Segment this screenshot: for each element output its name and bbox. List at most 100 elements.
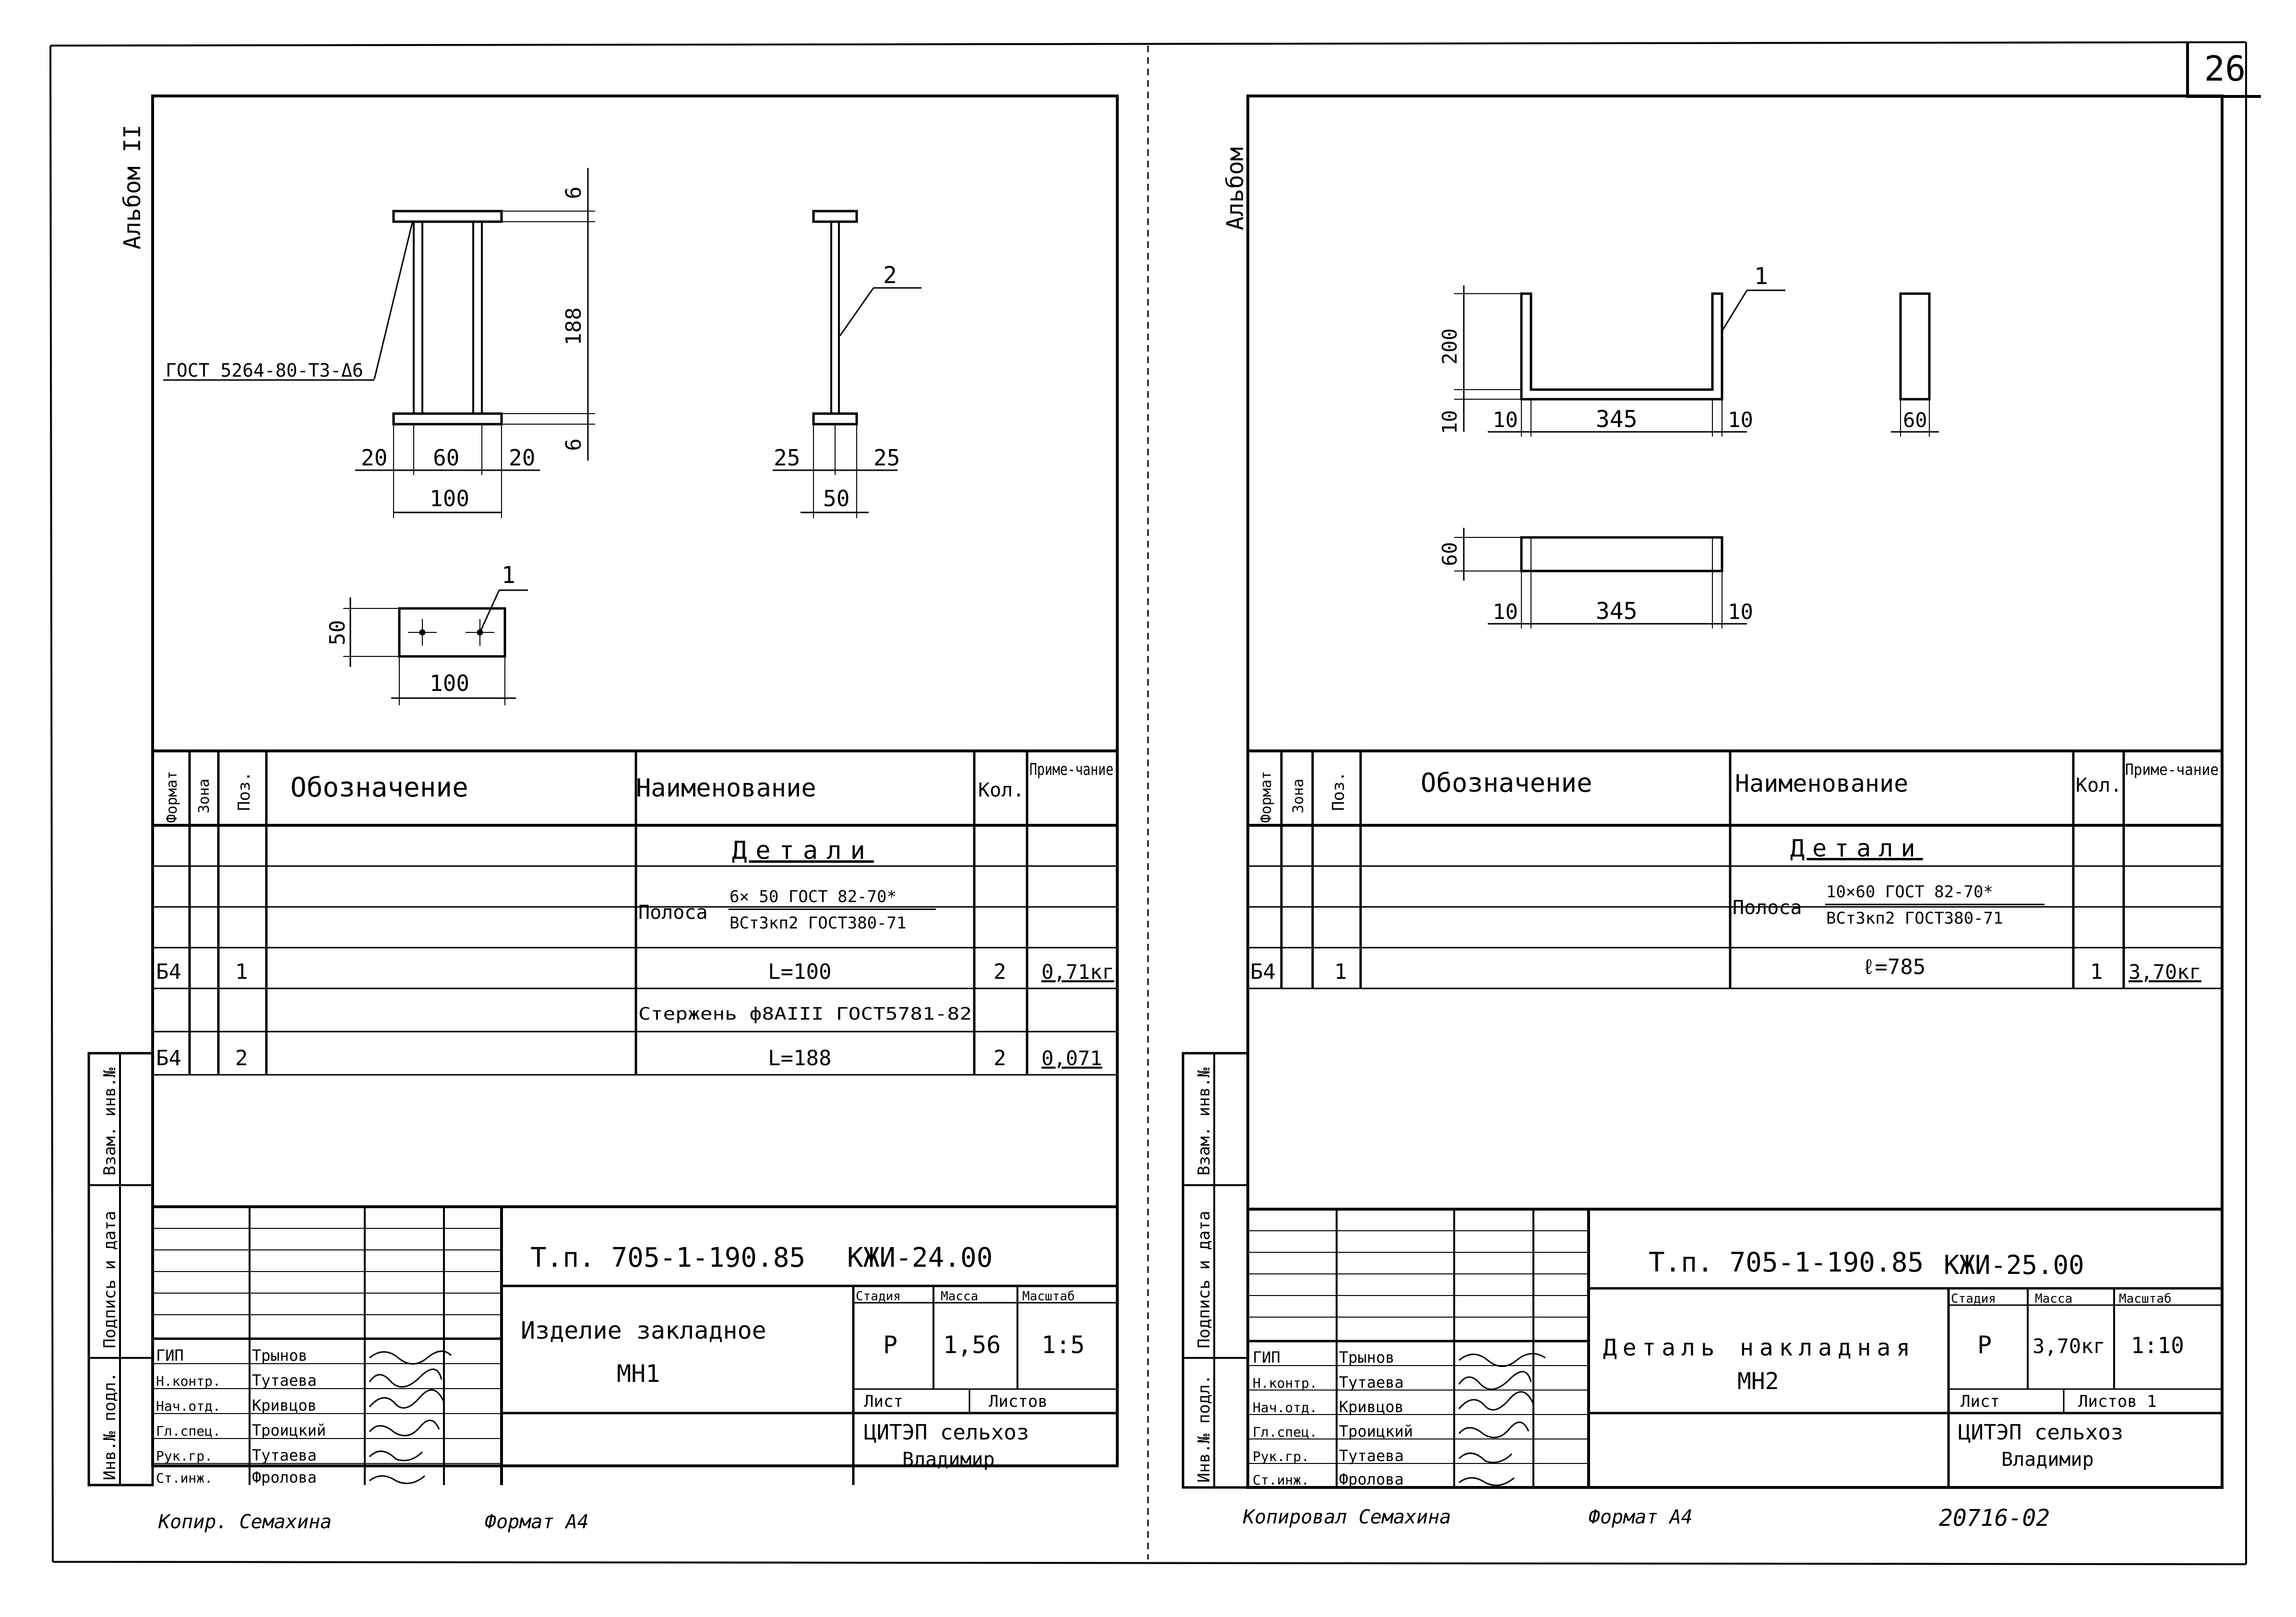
dim-plate-height: 50 bbox=[325, 620, 350, 645]
role-1: ГИП bbox=[156, 1346, 184, 1365]
dim-side-width: 60 bbox=[1903, 408, 1927, 432]
channel-plan-view bbox=[1454, 528, 1747, 629]
name-5: Тутаева bbox=[1339, 1447, 1404, 1465]
dim-front-right: 20 bbox=[509, 445, 535, 471]
spec-header-zone: Зона bbox=[1290, 779, 1307, 813]
dim-side-right: 25 bbox=[873, 445, 900, 471]
dim-front-total: 100 bbox=[430, 486, 469, 511]
spec-header-designation: Обозначение bbox=[1421, 768, 1592, 798]
sheets-label: Листов 1 bbox=[2078, 1392, 2157, 1411]
title-block-grid bbox=[153, 1205, 1117, 1485]
stub-label-vzam: Взам. инв.№ bbox=[1195, 1067, 1214, 1176]
dim-channel-left: 10 bbox=[1493, 408, 1518, 432]
spec-row1-bottom: ВСт3кп2 ГОСТ380-71 bbox=[729, 914, 906, 933]
org-line1: ЦИТЭП сельхоз bbox=[864, 1420, 1029, 1445]
doc-code: Т.п. 705-1-190.85 bbox=[530, 1242, 805, 1273]
spec-row1-bottom: ВСт3кп2 ГОСТ380-71 bbox=[1826, 909, 2003, 928]
role-2: Н.контр. bbox=[156, 1373, 221, 1389]
spec-header-zone: Зона bbox=[196, 779, 213, 813]
spec-row1-top: 10×60 ГОСТ 82-70* bbox=[1826, 882, 1993, 902]
stub-label-inv: Инв.№ подл. bbox=[100, 1372, 120, 1480]
spec-row2-name: ℓ=785 bbox=[1862, 955, 1925, 979]
role-5: Рук.гр. bbox=[156, 1448, 213, 1464]
dim-front-mid: 60 bbox=[433, 445, 459, 471]
channel-callout: 1 bbox=[1754, 263, 1768, 290]
stub-label-inv: Инв.№ подл. bbox=[1195, 1375, 1214, 1483]
sheet-label: Лист bbox=[1961, 1392, 2000, 1411]
role-3: Нач.отд. bbox=[156, 1398, 221, 1414]
spec-row4-qty: 2 bbox=[993, 1046, 1006, 1070]
spec-row4-note: 0,071 bbox=[1041, 1046, 1102, 1070]
spec-header-format: Формат bbox=[164, 771, 180, 823]
col-stage: Стадия bbox=[1951, 1292, 1996, 1306]
sheet-label: Лист bbox=[864, 1392, 903, 1411]
spec-header-qty: Кол. bbox=[2076, 774, 2122, 797]
spec-row4-name: L=188 bbox=[768, 1046, 831, 1070]
dim-front-bottom: 6 bbox=[562, 439, 586, 452]
stub-label-podpis: Подпись и дата bbox=[1195, 1211, 1214, 1348]
spec-header-designation: Обозначение bbox=[290, 772, 468, 803]
spec-header-note: Приме-чание bbox=[2125, 761, 2219, 779]
spec-row2-pos: 1 bbox=[1334, 960, 1347, 984]
spec-row4-format: Б4 bbox=[156, 1046, 181, 1070]
spec-header-name: Наименование bbox=[1735, 770, 1908, 797]
page-number: 26 bbox=[2186, 42, 2261, 98]
dim-side-left: 25 bbox=[774, 445, 800, 471]
name-3: Кривцов bbox=[1339, 1398, 1404, 1416]
stub-label-vzam: Взам. инв.№ bbox=[100, 1067, 120, 1176]
doc-code: Т.п. 705-1-190.85 bbox=[1649, 1247, 1924, 1278]
col-stage: Стадия bbox=[856, 1289, 901, 1304]
right-sheet: Взам. инв.№ Подпись и дата Инв.№ подл. А… bbox=[1182, 95, 2224, 1532]
album-label: Альбом bbox=[1222, 147, 1249, 230]
role-1: ГИП bbox=[1253, 1348, 1280, 1367]
spec-row1-prefix: Полоса bbox=[638, 902, 708, 924]
sheet-frame bbox=[49, 41, 2247, 1565]
stub-label-podpis: Подпись и дата bbox=[100, 1211, 120, 1348]
spec-header-qty: Кол. bbox=[978, 779, 1024, 801]
embed-side-view bbox=[773, 210, 921, 518]
mass-value: 3,70кг bbox=[2033, 1334, 2105, 1358]
dim-plan-height: 60 bbox=[1438, 542, 1461, 566]
product-name: Деталь накладная bbox=[1603, 1334, 1910, 1361]
channel-front-view bbox=[1454, 285, 1785, 437]
spec-row2-qty: 2 bbox=[993, 960, 1006, 984]
footer-copied: Копир. Семахина bbox=[158, 1511, 332, 1533]
footer-format: Формат А4 bbox=[485, 1511, 589, 1533]
role-4: Гл.спец. bbox=[156, 1423, 221, 1439]
col-scale: Масштаб bbox=[1022, 1289, 1075, 1304]
spec-table-grid bbox=[153, 749, 1117, 1076]
scale-value: 1:10 bbox=[2131, 1332, 2184, 1358]
role-3: Нач.отд. bbox=[1253, 1400, 1317, 1415]
name-6: Фролова bbox=[1339, 1470, 1404, 1488]
org-line2: Владимир bbox=[902, 1449, 995, 1471]
spec-section-title: Детали bbox=[732, 836, 874, 865]
embed-plate-plan bbox=[343, 589, 528, 705]
spec-header-format: Формат bbox=[1258, 771, 1275, 823]
channel-side-view bbox=[1891, 292, 1939, 437]
title-block-grid bbox=[1248, 1208, 2222, 1487]
org-line1: ЦИТЭП сельхоз bbox=[1958, 1420, 2123, 1445]
spec-header-note: Приме-чание bbox=[1029, 760, 1113, 779]
spec-row2-format: Б4 bbox=[1250, 960, 1276, 984]
signatures bbox=[1458, 1353, 1546, 1486]
spec-row4-pos: 2 bbox=[235, 1046, 248, 1070]
name-4: Троицкий bbox=[252, 1421, 326, 1439]
dim-front-left: 20 bbox=[361, 445, 387, 471]
embed-front-view bbox=[163, 168, 595, 518]
role-6: Ст.инж. bbox=[156, 1470, 213, 1486]
dim-channel-height: 200 bbox=[1438, 328, 1461, 365]
spec-header-pos: Поз. bbox=[1329, 772, 1348, 811]
footer-copied: Копировал Семахина bbox=[1243, 1506, 1451, 1528]
spec-header-name: Наименование bbox=[636, 774, 816, 803]
weld-note: ГОСТ 5264-80-Т3-Δ6 bbox=[166, 360, 363, 381]
name-5: Тутаева bbox=[252, 1446, 317, 1464]
spec-table-grid bbox=[1248, 749, 2222, 989]
product-name: Изделие закладное bbox=[521, 1317, 766, 1344]
col-mass: Масса bbox=[941, 1289, 978, 1304]
name-6: Фролова bbox=[252, 1468, 317, 1486]
spec-section-title: Детали bbox=[1790, 834, 1923, 862]
col-mass: Масса bbox=[2035, 1292, 2072, 1306]
dim-plan-left: 10 bbox=[1493, 600, 1518, 624]
spec-row3-name: Стержень ф8АIII ГОСТ5781-82 bbox=[638, 1004, 972, 1024]
